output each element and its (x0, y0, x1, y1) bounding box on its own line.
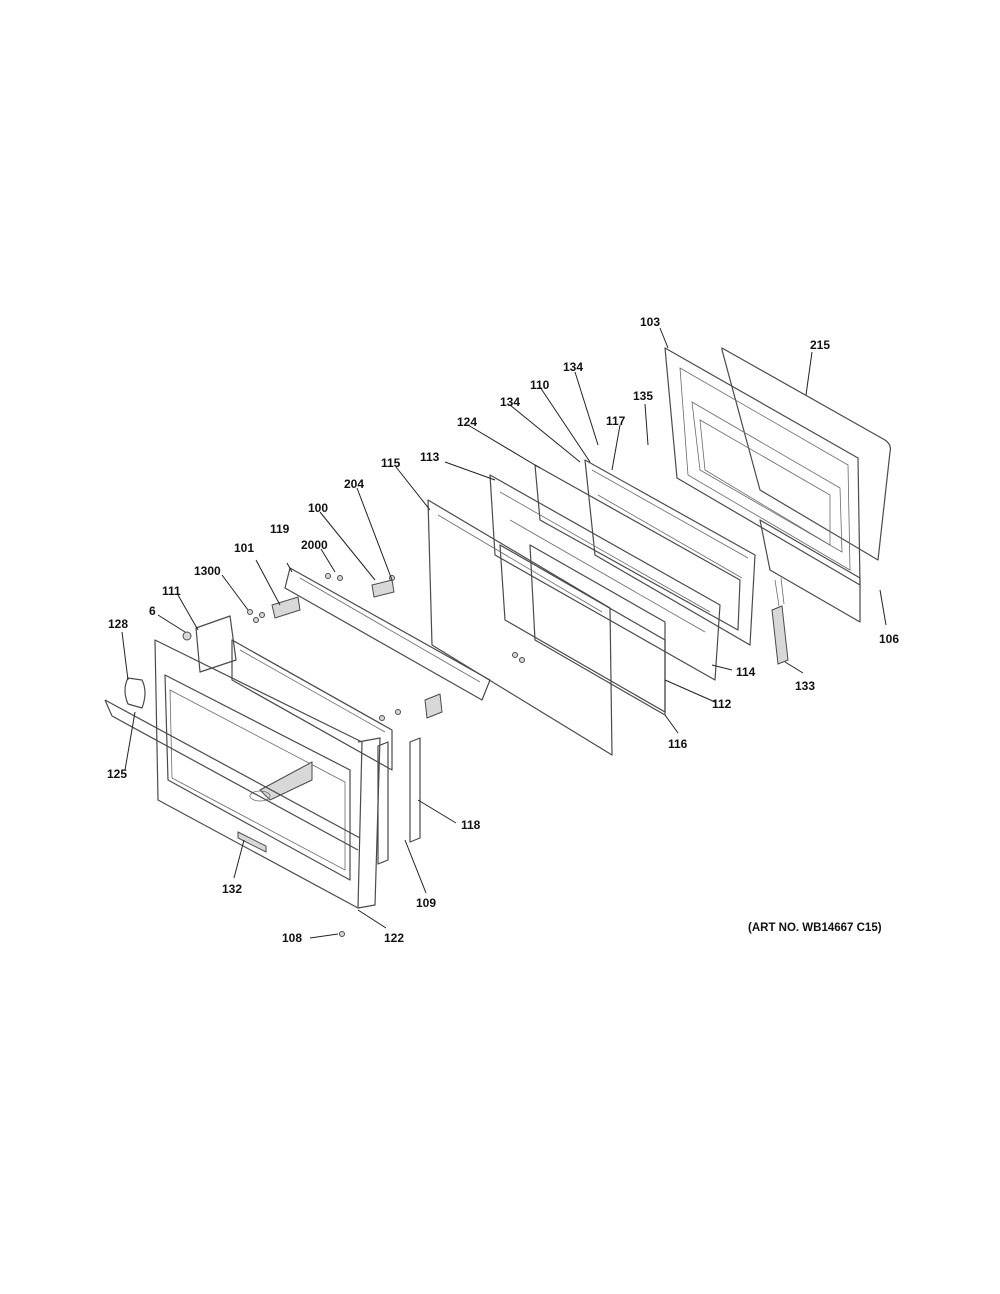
part-106-frame-bottom (759, 519, 861, 623)
label-215: 215 (810, 338, 830, 352)
label-204: 204 (344, 477, 364, 491)
part-100-bracket (371, 579, 395, 598)
label-119: 119 (270, 522, 290, 536)
label-106: 106 (879, 632, 899, 646)
part-133-hinge (771, 577, 789, 665)
label-132: 132 (222, 882, 242, 896)
part-125-handle (104, 699, 361, 851)
part-1300-screws (247, 609, 265, 623)
label-108: 108 (282, 931, 302, 945)
part-door-liner (231, 639, 393, 771)
label-113: 113 (420, 450, 440, 464)
label-125: 125 (107, 767, 127, 781)
label-114: 114 (736, 665, 756, 679)
label-118: 118 (461, 818, 481, 832)
part-113-window-pack (489, 474, 721, 681)
label-6: 6 (149, 604, 156, 618)
part-101-bracket (271, 596, 301, 619)
part-111-latch (195, 615, 237, 673)
label-112: 112 (712, 697, 732, 711)
label-103: 103 (640, 315, 660, 329)
part-112-glass (499, 544, 666, 713)
part-118-side-trim (409, 737, 421, 843)
label-116: 116 (668, 737, 688, 751)
part-6-screw (182, 631, 192, 641)
label-124: 124 (457, 415, 477, 429)
part-109-side-trim (377, 741, 389, 865)
label-133: 133 (795, 679, 815, 693)
label-110: 110 (530, 378, 550, 392)
leader-lines (121, 327, 887, 939)
label-117: 117 (606, 414, 626, 428)
part-128-end-cap (124, 677, 146, 709)
label-101: 101 (234, 541, 254, 555)
part-103-inner-frame (664, 347, 861, 586)
part-132-badge (237, 831, 267, 853)
label-100: 100 (308, 501, 328, 515)
part-119-top-trim (284, 567, 491, 701)
label-134-lower: 134 (500, 395, 520, 409)
part-122-outer-door (154, 639, 381, 909)
part-115-outer-glass (427, 499, 613, 756)
label-115: 115 (381, 456, 401, 470)
label-122: 122 (384, 931, 404, 945)
part-215-gasket (721, 347, 892, 561)
part-108-screw (339, 931, 345, 937)
part-hinge-screws (379, 652, 525, 721)
label-109: 109 (416, 896, 436, 910)
part-110-insulation (584, 459, 756, 646)
label-1300: 1300 (194, 564, 221, 578)
label-135: 135 (633, 389, 653, 403)
part-2000-screws (325, 573, 343, 581)
label-134-upper: 134 (563, 360, 583, 374)
label-2000: 2000 (301, 538, 328, 552)
art-number: (ART NO. WB14667 C15) (748, 922, 882, 934)
label-128: 128 (108, 617, 128, 631)
part-labels: 103 215 134 135 110 134 117 124 113 115 … (107, 315, 899, 945)
label-111: 111 (162, 584, 181, 598)
